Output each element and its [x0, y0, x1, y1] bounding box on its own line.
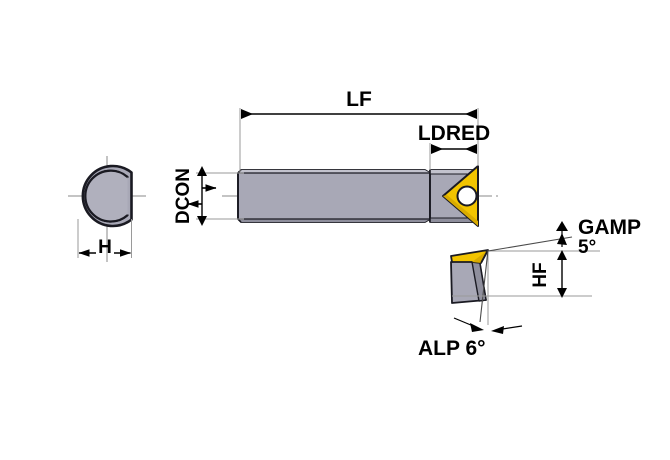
label-gamp: GAMP: [578, 216, 641, 239]
bar-body: [237, 169, 431, 223]
end-view-inner-arc-stroke: [84, 169, 129, 223]
bar-body-bottom-shade: [238, 219, 430, 222]
label-gamp-value: 5°: [578, 237, 596, 258]
end-view-inner-fill: [85, 170, 128, 222]
bar-head-bottom-shade: [430, 218, 478, 222]
insert-shade: [443, 195, 478, 226]
gamp-rake-line: [487, 236, 573, 252]
bar-body-top-highlight: [238, 170, 430, 173]
dcon-arrowhead-top: [197, 166, 207, 176]
label-ldred: LDRED: [418, 122, 490, 145]
label-dcon: DCON: [173, 168, 194, 224]
ldred-arrowhead-right: [465, 144, 477, 154]
hf-arrowhead-bottom: [557, 288, 567, 298]
ldred-arrowhead-left: [431, 144, 443, 154]
side-view-group: DCON LF LDRED: [173, 88, 500, 227]
label-alp: ALP 6°: [418, 337, 486, 360]
detail-cutting-edge: [480, 249, 489, 264]
lf-arrowhead-right: [465, 109, 477, 119]
insert-mounting-hole: [456, 185, 478, 207]
alp-arrowhead-left: [470, 323, 484, 332]
lf-arrowhead-left: [241, 109, 253, 119]
dcon-arrowhead-bottom: [197, 216, 207, 226]
gamp-arrowhead-top: [556, 221, 568, 231]
hf-arrowhead-top: [557, 250, 567, 260]
end-view-group: H: [68, 156, 146, 262]
detail-view-group: HF GAMP 5° ALP 6°: [418, 216, 641, 360]
label-h: H: [98, 237, 112, 258]
label-hf: HF: [530, 262, 551, 287]
alp-arrowhead-right: [491, 326, 504, 334]
bar-head-top-highlight: [430, 170, 478, 174]
label-lf: LF: [346, 88, 372, 111]
alp-flank-line: [479, 249, 489, 323]
detail-insert-shade: [472, 250, 488, 263]
